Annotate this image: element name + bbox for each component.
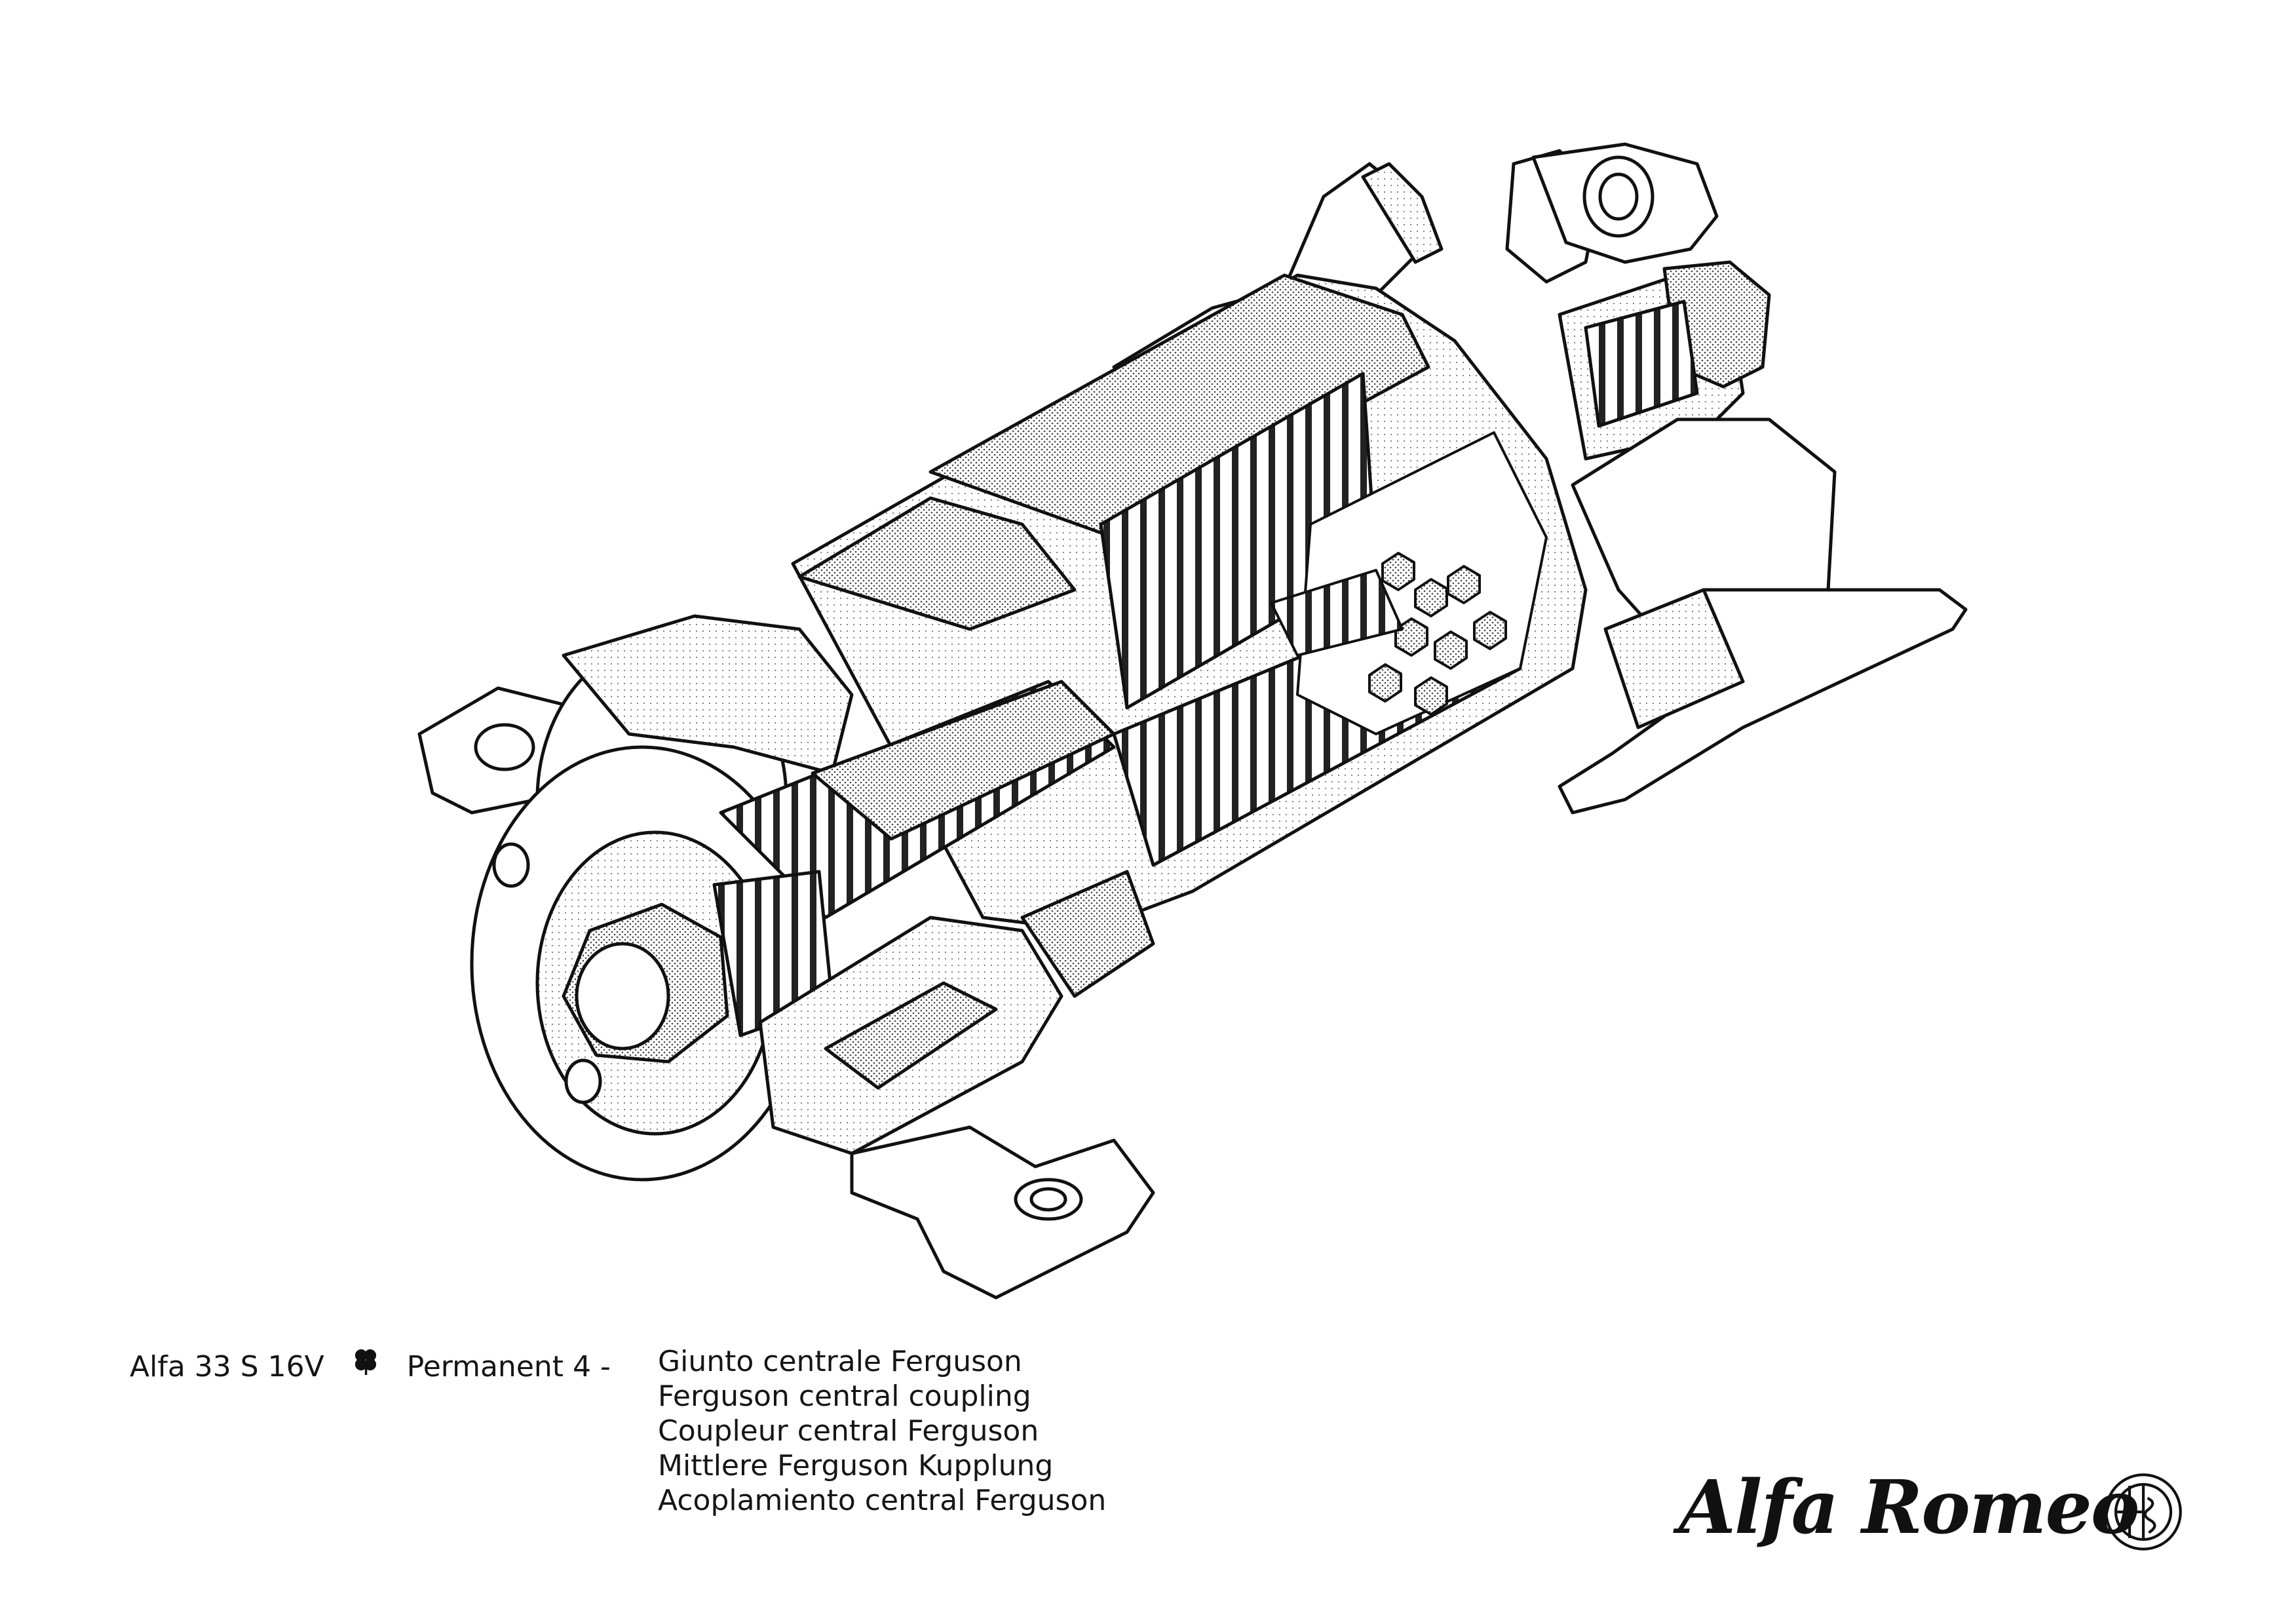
four-leaf-clover-icon (354, 1349, 376, 1375)
caption-model-line: Alfa 33 S 16V Permanent 4 - (130, 1345, 616, 1384)
coupling-assembly (417, 142, 1968, 1300)
caption-line-english: Ferguson central coupling (658, 1380, 1031, 1413)
alfa-romeo-badge-icon (2105, 1473, 2182, 1551)
rear-output-shaft (1558, 260, 1771, 461)
caption-line-italian: Giunto centrale Ferguson (658, 1345, 1022, 1378)
cutaway-discs (758, 870, 1155, 1155)
model-variant: Permanent 4 - (406, 1350, 611, 1383)
right-lower-bracket (1558, 417, 1968, 815)
model-name: Alfa 33 S 16V (130, 1350, 324, 1383)
caption-line-spanish: Acoplamiento central Ferguson (658, 1484, 1107, 1517)
gear-pack (1270, 431, 1548, 735)
brand-name: Alfa Romeo (1679, 1465, 2139, 1551)
lower-mount-bracket (850, 1125, 1155, 1300)
front-spline-shaft (562, 680, 1116, 1064)
caption-translations: Giunto centrale Ferguson Ferguson centra… (658, 1345, 1106, 1518)
brand-logotype: Alfa Romeo (1679, 1459, 2177, 1557)
caption-line-french: Coupleur central Ferguson (658, 1414, 1039, 1448)
caption-line-german: Mittlere Ferguson Kupplung (658, 1449, 1054, 1482)
